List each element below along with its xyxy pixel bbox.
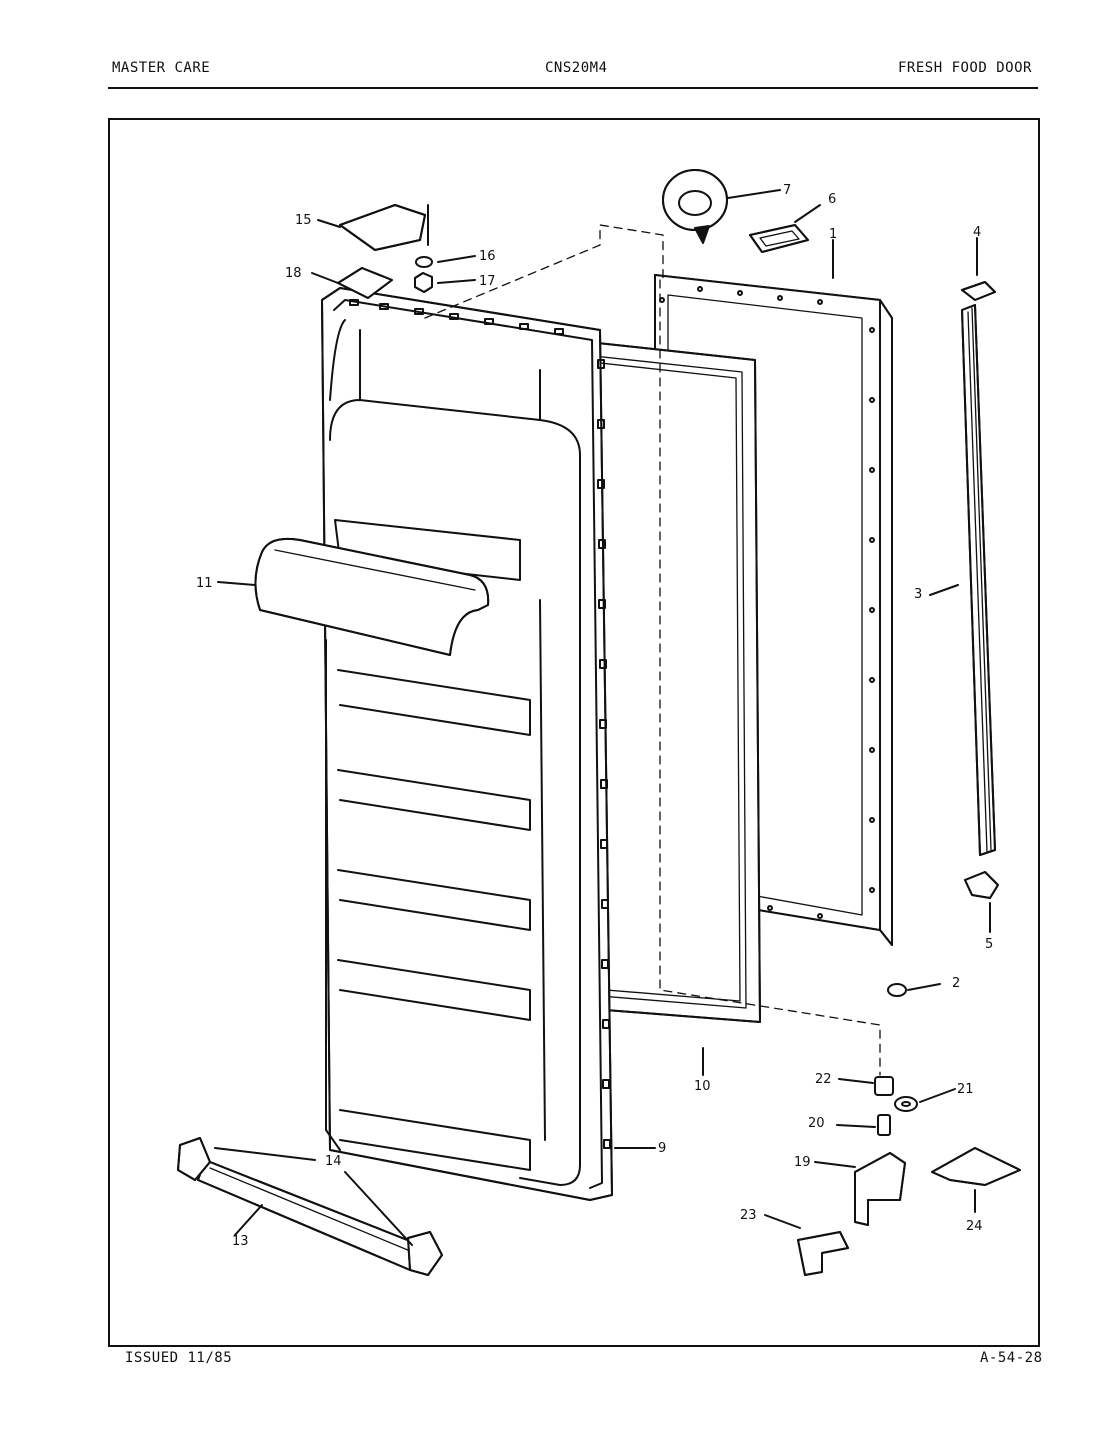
- callout-labels: 1 2 3 4 5 6 7 9 10 11 13 14 15 16 17 18 …: [196, 183, 993, 1249]
- callout-9: 9: [658, 1141, 666, 1156]
- footer-issue-date: ISSUED 11/85: [125, 1350, 233, 1366]
- assembly-lines: [424, 224, 881, 1076]
- callout-19: 19: [794, 1155, 811, 1170]
- part-24-hinge-plate: [931, 1147, 1021, 1186]
- callout-5: 5: [985, 937, 993, 952]
- part-14-end-cap-left: [177, 1137, 211, 1181]
- part-4-top-cap: [961, 281, 996, 301]
- part-20-pin: [877, 1114, 891, 1136]
- part-18-shim: [337, 267, 393, 299]
- part-14-end-cap-right: [407, 1231, 443, 1276]
- callout-1: 1: [829, 227, 837, 242]
- part-16-washer: [415, 256, 433, 268]
- part-9-door-liner: [321, 287, 613, 1201]
- part-11-dairy-cover: [254, 537, 490, 656]
- header-model: CNS20M4: [545, 60, 608, 76]
- callout-14: 14: [325, 1154, 342, 1169]
- header-brand: MASTER CARE: [112, 60, 211, 76]
- leader-lines: [214, 189, 991, 1246]
- callout-21: 21: [957, 1082, 974, 1097]
- callout-6: 6: [828, 192, 836, 207]
- header-rule: [108, 87, 1038, 89]
- part-21-washer: [894, 1096, 918, 1112]
- header-section-title: FRESH FOOD DOOR: [898, 60, 1032, 76]
- footer-doc-number: A-54-28: [980, 1350, 1043, 1366]
- part-3-stop-bar: [961, 304, 996, 856]
- part-22-cam: [874, 1076, 894, 1096]
- part-19-bottom-hinge: [854, 1152, 906, 1226]
- callout-4: 4: [973, 225, 981, 240]
- callout-23: 23: [740, 1208, 757, 1223]
- part-2-bushing: [887, 983, 907, 997]
- part-5-bottom-cap: [964, 871, 999, 899]
- part-23-bracket: [797, 1231, 849, 1276]
- callout-16: 16: [479, 249, 496, 264]
- callout-13: 13: [232, 1234, 249, 1249]
- callout-10: 10: [694, 1079, 711, 1094]
- callout-18: 18: [285, 266, 302, 281]
- callout-15: 15: [295, 213, 312, 228]
- part-15-top-hinge: [339, 204, 429, 251]
- callout-20: 20: [808, 1116, 825, 1131]
- callout-2: 2: [952, 976, 960, 991]
- diagram-frame: [108, 118, 1040, 1347]
- callout-11: 11: [196, 576, 213, 591]
- part-7-handle: [662, 169, 728, 244]
- callout-22: 22: [815, 1072, 832, 1087]
- callout-3: 3: [914, 587, 922, 602]
- part-17-nut: [414, 272, 433, 293]
- part-13-base-rail: [197, 1159, 421, 1271]
- callout-17: 17: [479, 274, 496, 289]
- part-6-plate: [749, 224, 809, 253]
- callout-24: 24: [966, 1219, 983, 1234]
- callout-7: 7: [783, 183, 791, 198]
